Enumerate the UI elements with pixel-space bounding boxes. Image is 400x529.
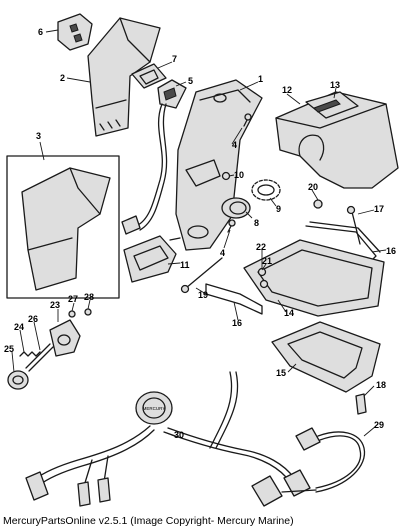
part-2-cover bbox=[87, 17, 161, 137]
part-11-bezel bbox=[123, 235, 181, 283]
callout-17: 17 bbox=[374, 204, 384, 214]
part-5-switch-harness bbox=[121, 79, 187, 235]
part-25-knob bbox=[7, 370, 29, 390]
callout-29: 29 bbox=[374, 420, 384, 430]
part-23-bracket bbox=[49, 319, 81, 357]
callout-20: 20 bbox=[308, 182, 318, 192]
callout-labels: 6 2 3 1 5 7 12 13 4 10 8 9 4 11 20 17 16… bbox=[4, 27, 396, 440]
part-28-screw bbox=[84, 308, 92, 316]
part-16-bracket-left bbox=[205, 283, 263, 315]
part-29-cable bbox=[251, 427, 366, 507]
callout-26: 26 bbox=[28, 314, 38, 324]
callout-22: 22 bbox=[256, 242, 266, 252]
part-30-harness: MERCURY bbox=[25, 371, 311, 507]
callout-15: 15 bbox=[276, 368, 286, 378]
part-27-screw bbox=[68, 310, 76, 318]
part-7-decal bbox=[131, 63, 167, 89]
callout-2: 2 bbox=[60, 73, 65, 83]
part-17-bolt bbox=[346, 205, 361, 245]
callout-3: 3 bbox=[36, 131, 41, 141]
part-4-screw-upper bbox=[243, 113, 252, 127]
part-18-pin bbox=[355, 393, 367, 415]
part-3-inset bbox=[6, 155, 120, 299]
part-4-screw-lower bbox=[227, 219, 236, 233]
part-24-spring bbox=[19, 351, 41, 357]
callout-14: 14 bbox=[284, 308, 294, 318]
part-9-ring bbox=[251, 179, 281, 201]
callout-8: 8 bbox=[254, 218, 259, 228]
part-15-gasket bbox=[271, 321, 381, 393]
callout-21: 21 bbox=[262, 256, 272, 266]
callout-4-lower: 4 bbox=[220, 248, 225, 258]
part-21-fastener bbox=[257, 267, 267, 277]
callout-24: 24 bbox=[14, 322, 24, 332]
callout-18: 18 bbox=[376, 380, 386, 390]
callout-7: 7 bbox=[172, 54, 177, 64]
part-1-housing bbox=[175, 79, 263, 251]
switch-plate-text: MERCURY bbox=[143, 406, 166, 411]
callout-9: 9 bbox=[276, 204, 281, 214]
callout-10: 10 bbox=[234, 170, 244, 180]
part-6-cap bbox=[57, 13, 93, 51]
callout-6: 6 bbox=[38, 27, 43, 37]
callout-28: 28 bbox=[84, 292, 94, 302]
callout-23: 23 bbox=[50, 300, 60, 310]
callout-13: 13 bbox=[330, 80, 340, 90]
part-12-top-cover bbox=[275, 91, 399, 189]
part-22-fastener bbox=[259, 279, 269, 289]
callout-5: 5 bbox=[188, 76, 193, 86]
part-20-nut bbox=[313, 199, 323, 209]
part-14-tray bbox=[243, 239, 385, 317]
part-13-label bbox=[305, 91, 359, 119]
callout-27: 27 bbox=[68, 294, 78, 304]
callout-11: 11 bbox=[180, 260, 190, 270]
callout-19: 19 bbox=[198, 290, 208, 300]
part-8-collar bbox=[221, 197, 251, 219]
part-26-shaft bbox=[25, 343, 54, 372]
switch-plate bbox=[135, 391, 173, 425]
callout-25: 25 bbox=[4, 344, 14, 354]
callout-30: 30 bbox=[174, 430, 184, 440]
part-10-screw bbox=[221, 171, 231, 181]
callout-12: 12 bbox=[282, 85, 292, 95]
callout-16-right: 16 bbox=[386, 246, 396, 256]
part-19-bolt bbox=[180, 257, 223, 294]
callout-16-left: 16 bbox=[232, 318, 242, 328]
callout-4-upper: 4 bbox=[232, 140, 237, 150]
callout-1: 1 bbox=[258, 74, 263, 84]
copyright-caption: MercuryPartsOnline v2.5.1 (Image Copyrig… bbox=[3, 515, 294, 527]
callout-leaders bbox=[11, 29, 387, 437]
